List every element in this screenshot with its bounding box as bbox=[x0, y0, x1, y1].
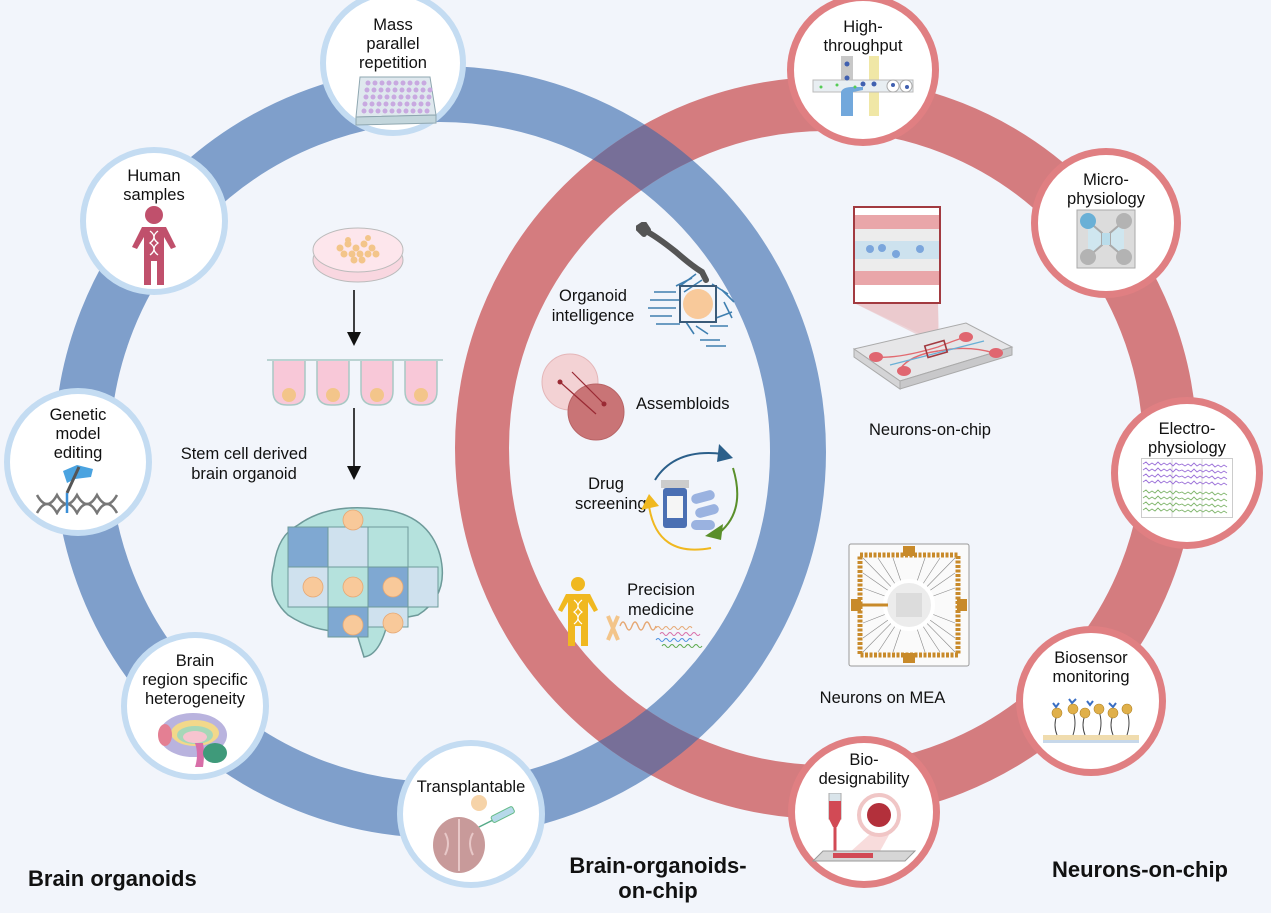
badge-label: Biosensor monitoring bbox=[1052, 649, 1130, 686]
badge-label: Human samples bbox=[123, 167, 185, 204]
drug-cycle-icon bbox=[641, 444, 739, 551]
biosensor-icon bbox=[1043, 698, 1139, 743]
petri-dish-icon bbox=[312, 227, 404, 283]
badge-label: High- throughput bbox=[823, 18, 903, 55]
badge-label: Brain region specific heterogeneity bbox=[142, 652, 248, 708]
ring-overlap bbox=[454, 76, 826, 820]
drug-screening-label: Drug screening bbox=[575, 475, 647, 513]
badge-human-samples: Human samples bbox=[80, 147, 228, 295]
bioprinter-icon bbox=[811, 793, 917, 862]
badge-genetic-model-editing: Genetic model editing bbox=[4, 388, 152, 536]
assembloid-icon bbox=[541, 353, 625, 441]
badge-brain-region-heterogeneity: Brain region specific heterogeneity bbox=[121, 632, 269, 780]
organ-chip-icon bbox=[852, 206, 1014, 390]
precision-medicine-label: Precision medicine bbox=[627, 581, 695, 619]
badge-mass-parallel-repetition: Mass parallel repetition bbox=[320, 0, 466, 136]
badge-high-throughput: High- throughput bbox=[787, 0, 939, 146]
human-dna-icon bbox=[132, 206, 176, 285]
badge-label: Micro- physiology bbox=[1067, 171, 1145, 208]
gene-editing-icon bbox=[35, 465, 119, 515]
circuit-brain-robot-arm-icon bbox=[636, 222, 735, 347]
badge-biosensor-monitoring: Biosensor monitoring bbox=[1016, 626, 1166, 776]
microfluidic-chip-icon bbox=[1076, 209, 1136, 269]
brain-organoids-title: Brain organoids bbox=[28, 866, 197, 891]
brain-organoids-on-chip-title: Brain-organoids- on-chip bbox=[569, 853, 747, 903]
badge-bio-designability: Bio- designability bbox=[788, 736, 940, 888]
stem-cell-caption: Stem cell derived brain organoid bbox=[180, 445, 308, 483]
arrow-down-icon bbox=[347, 408, 361, 480]
arrow-down-icon bbox=[347, 290, 361, 346]
person-chromosome-icon bbox=[558, 577, 703, 648]
badge-transplantable: Transplantable bbox=[397, 740, 545, 888]
badge-label: Transplantable bbox=[416, 778, 526, 796]
badge-label: Electro- physiology bbox=[1148, 420, 1226, 457]
neurons-on-chip-title: Neurons-on-chip bbox=[1052, 857, 1228, 882]
badge-label: Mass parallel repetition bbox=[359, 16, 427, 72]
mea-icon bbox=[848, 543, 970, 667]
u-bottom-wells-icon bbox=[267, 359, 443, 406]
puzzle-brain-icon bbox=[271, 506, 444, 658]
badge-label: Genetic model editing bbox=[49, 406, 107, 462]
brain-regions-icon bbox=[158, 713, 227, 767]
assembloids-label: Assembloids bbox=[636, 395, 730, 413]
microfluidic-droplet-icon bbox=[812, 56, 914, 116]
badge-label: Bio- designability bbox=[818, 751, 910, 788]
neurons-on-mea-caption: Neurons on MEA bbox=[819, 689, 946, 707]
badge-electro-physiology: Electro- physiology bbox=[1111, 397, 1263, 549]
eeg-traces-icon bbox=[1141, 458, 1233, 518]
well-plate-icon bbox=[355, 76, 437, 126]
brain-injection-icon bbox=[433, 795, 515, 873]
neurons-on-chip-caption: Neurons-on-chip bbox=[869, 421, 991, 439]
badge-micro-physiology: Micro- physiology bbox=[1031, 148, 1181, 298]
organoid-intelligence-label: Organoid intelligence bbox=[551, 287, 635, 325]
